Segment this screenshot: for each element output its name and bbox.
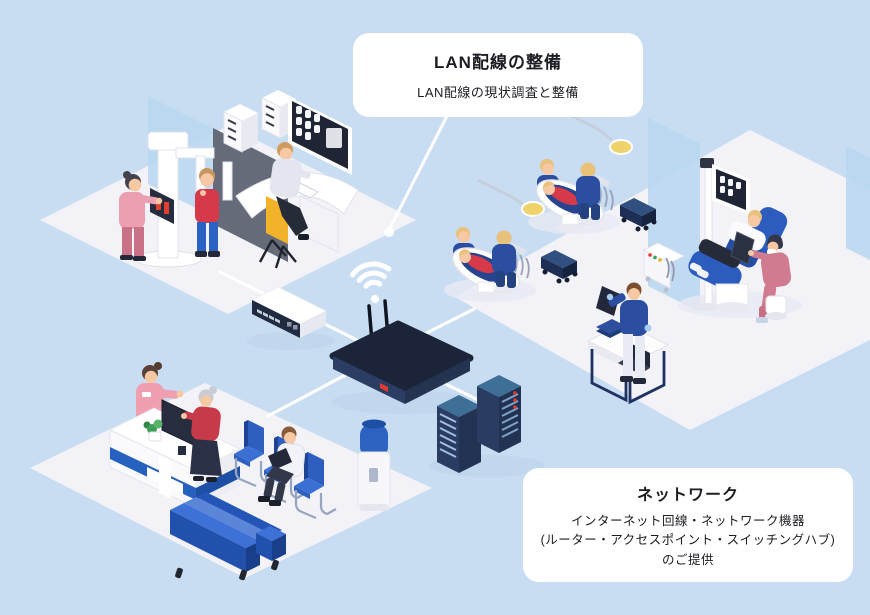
network-callout: ネットワーク インターネット回線・ネットワーク機器 (ルーター・アクセスポイント… bbox=[523, 468, 853, 582]
server-tower bbox=[477, 375, 521, 453]
dental-lamp bbox=[477, 178, 545, 217]
network-switch bbox=[246, 286, 334, 350]
network-callout-line: (ルーター・アクセスポイント・スイッチングハブ) bbox=[540, 533, 836, 548]
xray-machine bbox=[134, 131, 233, 268]
glass-partition bbox=[846, 146, 870, 260]
reception-scene bbox=[30, 362, 432, 581]
seated-staff bbox=[269, 142, 311, 240]
patient-chair-right bbox=[678, 158, 802, 323]
network-callout-description: インターネット回線・ネットワーク機器 (ルーター・アクセスポイント・スイッチング… bbox=[523, 512, 853, 570]
server-tower bbox=[437, 395, 481, 473]
xray-patient bbox=[194, 168, 220, 257]
dental-unit-trolley bbox=[642, 242, 686, 293]
waiting-man bbox=[258, 426, 306, 506]
xray-viewer-monitor bbox=[288, 96, 352, 175]
xray-operator bbox=[119, 171, 163, 261]
network-callout-title: ネットワーク bbox=[636, 487, 739, 504]
callout-connector bbox=[384, 113, 450, 237]
dental-lamp bbox=[567, 112, 633, 155]
lan-callout: LAN配線の整備 LAN配線の現状調査と整備 bbox=[353, 33, 643, 117]
lan-callout-description: LAN配線の現状調査と整備 bbox=[417, 85, 579, 100]
xray-film bbox=[730, 231, 755, 265]
chairside-monitor bbox=[712, 164, 750, 215]
network-callout-line: のご提供 bbox=[661, 552, 714, 567]
xray-room-scene bbox=[40, 90, 416, 314]
hygienist bbox=[748, 234, 792, 323]
network-callout-line: インターネット回線・ネットワーク機器 bbox=[570, 514, 805, 528]
laptop bbox=[268, 448, 292, 470]
sofa bbox=[170, 492, 286, 581]
elderly-patient bbox=[181, 386, 222, 482]
treatment-room-scene bbox=[443, 112, 870, 430]
water-dispenser bbox=[357, 419, 391, 511]
router-led bbox=[380, 383, 388, 392]
plant bbox=[143, 419, 163, 442]
drawer-cabinet bbox=[223, 104, 258, 153]
lan-callout-title: LAN配線の整備 bbox=[434, 53, 562, 72]
desk-workstation bbox=[235, 142, 359, 269]
reclined-patient bbox=[689, 210, 766, 279]
server-racks bbox=[429, 375, 545, 477]
machine-control-screen bbox=[150, 188, 174, 224]
doctor-with-tablet bbox=[596, 282, 652, 384]
reception-desk bbox=[108, 399, 242, 509]
wifi-icon bbox=[350, 261, 392, 303]
wifi-router bbox=[329, 299, 474, 414]
